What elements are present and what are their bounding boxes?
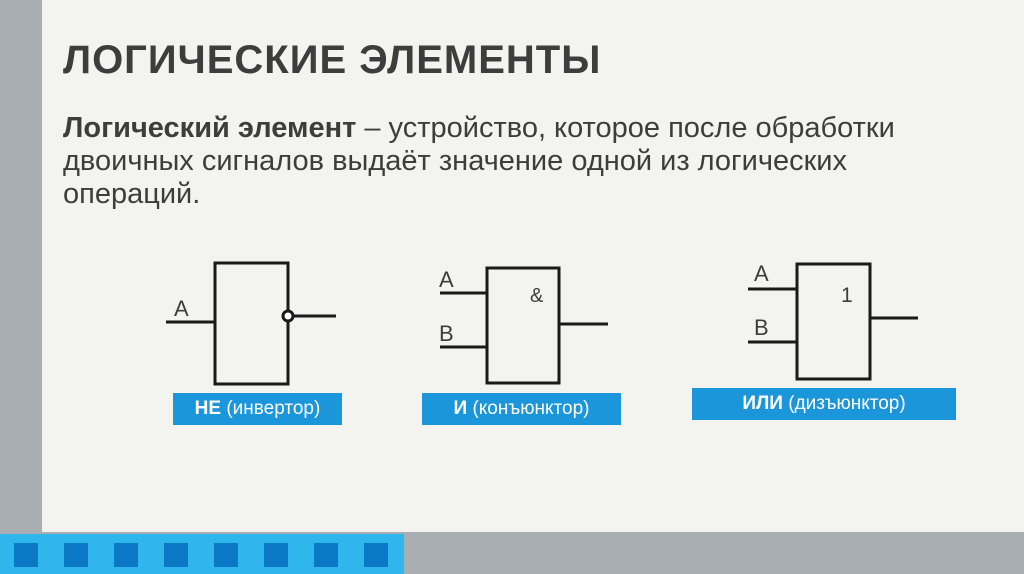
bar-square — [264, 543, 288, 567]
page-title: ЛОГИЧЕСКИЕ ЭЛЕМЕНТЫ — [63, 38, 602, 82]
and-gate-input-label: B — [439, 321, 454, 346]
bar-square — [64, 543, 88, 567]
bar-square — [364, 543, 388, 567]
or-gate-name: ИЛИ — [742, 393, 783, 414]
bar-square — [214, 543, 238, 567]
and-gate-description: (конъюнктор) — [472, 398, 590, 419]
definition-text: Логический элемент – устройство, которое… — [63, 112, 943, 211]
or-gate-caption: ИЛИ (дизъюнктор) — [692, 388, 956, 420]
or-gate-input-label: A — [754, 261, 769, 286]
not-gate-description: (инвертор) — [226, 398, 321, 419]
or-gate-input-label: B — [754, 315, 769, 340]
and-gate-input-label: A — [439, 267, 454, 292]
not-gate-caption: НЕ (инвертор) — [173, 393, 342, 425]
and-gate-symbol: & — [530, 285, 544, 307]
definition-body: – устройство, которое после обработки дв… — [63, 112, 895, 210]
and-gate-body — [485, 266, 561, 385]
or-gate-symbol: 1 — [841, 284, 853, 307]
bar-square — [164, 543, 188, 567]
and-gate-name: И — [453, 398, 468, 419]
bar-square — [114, 543, 138, 567]
and-gate-caption: И (конъюнктор) — [422, 393, 621, 425]
bar-square — [14, 543, 38, 567]
not-gate-name: НЕ — [194, 398, 222, 419]
left-frame-band — [0, 0, 42, 532]
not-gate-body — [213, 261, 290, 386]
not-gate-input-label: A — [174, 296, 189, 321]
or-gate-description: (дизъюнктор) — [788, 393, 906, 414]
definition-term: Логический элемент — [63, 112, 357, 144]
slide-background — [42, 0, 1024, 532]
bar-square — [314, 543, 338, 567]
not-gate-inversion-bubble — [281, 309, 295, 323]
or-gate-body — [795, 262, 872, 381]
